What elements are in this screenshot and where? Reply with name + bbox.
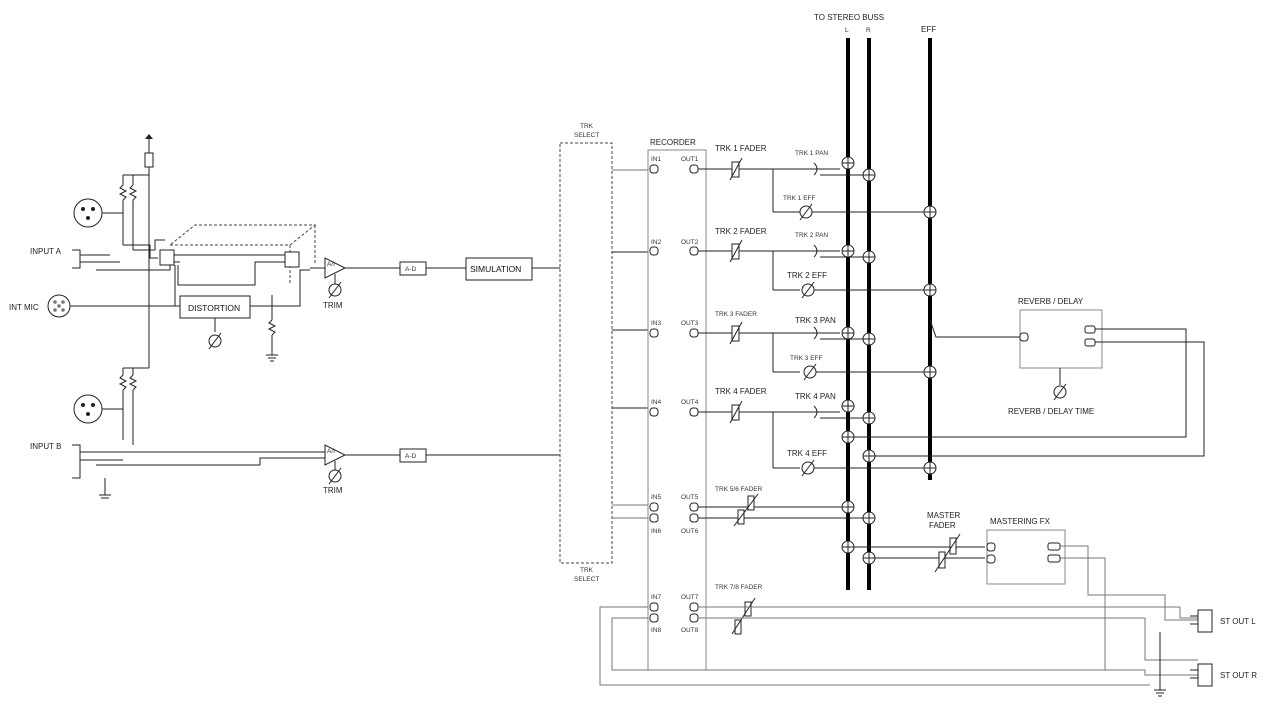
distortion-knob-icon xyxy=(208,332,222,350)
trk2-fader-icon xyxy=(729,239,743,263)
trim-amp-b-icon: A/I xyxy=(324,444,347,466)
reverb-delay-time-label: REVERB / DELAY TIME xyxy=(1008,407,1094,416)
recorder-out5-label: OUT5 xyxy=(681,494,699,501)
int-mic-label: INT MIC xyxy=(9,303,39,312)
recorder-in4-label: IN4 xyxy=(651,399,662,406)
input-b-label: INPUT B xyxy=(30,442,61,451)
trk1-eff-knob-icon xyxy=(799,203,813,221)
trk3-fader-label: TRK 3 FADER xyxy=(715,311,757,318)
recorder-out7-label: OUT7 xyxy=(681,594,699,601)
trk-select-bottom-label-2: SELECT xyxy=(574,576,599,583)
recorder-in6-label: IN6 xyxy=(651,528,662,535)
reverb-delay-time-knob-icon xyxy=(1053,383,1067,401)
trim-amp-a-icon: A/I xyxy=(324,257,347,279)
jack-input-a-icon xyxy=(72,249,160,271)
trk4-eff-label: TRK 4 EFF xyxy=(787,449,827,458)
trk78-fader-icon xyxy=(731,597,756,635)
st-out-r-label: ST OUT R xyxy=(1220,671,1257,680)
trk1-eff-label: TRK 1 EFF xyxy=(783,195,816,202)
to-stereo-buss-label: TO STEREO BUSS xyxy=(814,13,884,22)
trk4-fader-icon xyxy=(729,400,743,424)
master-fader-label-2: FADER xyxy=(929,521,956,530)
recorder-out2-label: OUT2 xyxy=(681,239,699,246)
master-fader-label-1: MASTER xyxy=(927,511,961,520)
recorder-in1-label: IN1 xyxy=(651,156,662,163)
trim-b-label: TRIM xyxy=(323,486,343,495)
ground-icon xyxy=(1154,632,1166,697)
trk-select-box xyxy=(559,142,613,564)
recorder-out3-label: OUT3 xyxy=(681,320,699,327)
trk3-fader-icon xyxy=(729,321,743,345)
recorder-out1-label: OUT1 xyxy=(681,156,699,163)
trim-b-knob-icon xyxy=(328,467,342,485)
recorder-out4-label: OUT4 xyxy=(681,399,699,406)
trk3-pan-icon xyxy=(813,326,818,340)
int-mic-icon xyxy=(47,294,175,318)
st-out-l-label: ST OUT L xyxy=(1220,617,1256,626)
trk1-pan-label: TRK 1 PAN xyxy=(795,150,828,157)
sum-nodes-r xyxy=(862,168,876,565)
distortion-label: DISTORTION xyxy=(188,303,240,313)
recorder-label: RECORDER xyxy=(650,138,696,147)
trk2-pan-icon xyxy=(813,244,818,258)
trk2-pan-label: TRK 2 PAN xyxy=(795,232,828,239)
recorder-in3-label: IN3 xyxy=(651,320,662,327)
trk4-pan-label: TRK 4 PAN xyxy=(795,392,836,401)
simulation-box xyxy=(465,257,533,281)
st-out-l-jack-icon xyxy=(1190,609,1213,633)
recorder-out8-label: OUT8 xyxy=(681,627,699,634)
simulation-label: SIMULATION xyxy=(470,264,521,274)
trk4-eff-knob-icon xyxy=(801,459,815,477)
trk2-fader-label: TRK 2 FADER xyxy=(715,227,767,236)
bus-l-label: L xyxy=(845,27,849,34)
trk4-pan-icon xyxy=(813,405,818,419)
trk2-eff-label: TRK 2 EFF xyxy=(787,271,827,280)
svg-text:A/I: A/I xyxy=(327,448,335,455)
jack-input-b-icon xyxy=(72,444,260,499)
trk56-fader-icon xyxy=(733,493,759,527)
ad-b-label: A-D xyxy=(405,453,417,460)
trk-select-bottom-label-1: TRK xyxy=(580,567,594,574)
trk3-eff-label: TRK 3 EFF xyxy=(790,355,823,362)
trk78-fader-label: TRK 7/8 FADER xyxy=(715,584,763,591)
reverb-delay-label: REVERB / DELAY xyxy=(1018,297,1084,306)
st-out-r-jack-icon xyxy=(1190,663,1213,687)
sum-nodes-l xyxy=(841,156,855,554)
trk1-fader-icon xyxy=(729,157,743,181)
trk4-fader-label: TRK 4 FADER xyxy=(715,387,767,396)
sum-nodes-eff xyxy=(923,205,937,475)
resistor-icon xyxy=(118,360,150,391)
trk1-pan-icon xyxy=(813,162,818,176)
bus-eff-label: EFF xyxy=(921,25,936,34)
svg-text:A/I: A/I xyxy=(327,261,335,268)
recorder-in8-label: IN8 xyxy=(651,627,662,634)
resistor-icon xyxy=(118,174,149,201)
mastering-fx-label: MASTERING FX xyxy=(990,517,1051,526)
recorder-in7-label: IN7 xyxy=(651,594,662,601)
trim-a-knob-icon xyxy=(328,281,342,299)
master-fader-icon xyxy=(934,533,961,573)
xlr-input-b-icon xyxy=(73,390,134,445)
recorder-in2-label: IN2 xyxy=(651,239,662,246)
trk2-eff-knob-icon xyxy=(801,281,815,299)
trk3-eff-knob-icon xyxy=(803,363,817,381)
input-selector-switch xyxy=(159,224,317,307)
trk56-fader-label: TRK 5/6 FADER xyxy=(715,486,763,493)
trim-a-label: TRIM xyxy=(323,301,343,310)
trk1-fader-label: TRK 1 FADER xyxy=(715,144,767,153)
input-a-label: INPUT A xyxy=(30,247,62,256)
bus-r-label: R xyxy=(866,27,871,34)
trk-select-label-2: SELECT xyxy=(574,132,599,139)
recorder-ports xyxy=(649,164,699,623)
ad-a-label: A-D xyxy=(405,266,417,273)
recorder-in5-label: IN5 xyxy=(651,494,662,501)
trk-select-label-1: TRK xyxy=(580,123,594,130)
phantom-power-icon xyxy=(144,134,154,360)
recorder-out6-label: OUT6 xyxy=(681,528,699,535)
ground-resistor-icon xyxy=(266,295,278,362)
trk3-pan-label: TRK 3 PAN xyxy=(795,316,836,325)
xlr-input-a-icon xyxy=(73,198,134,250)
